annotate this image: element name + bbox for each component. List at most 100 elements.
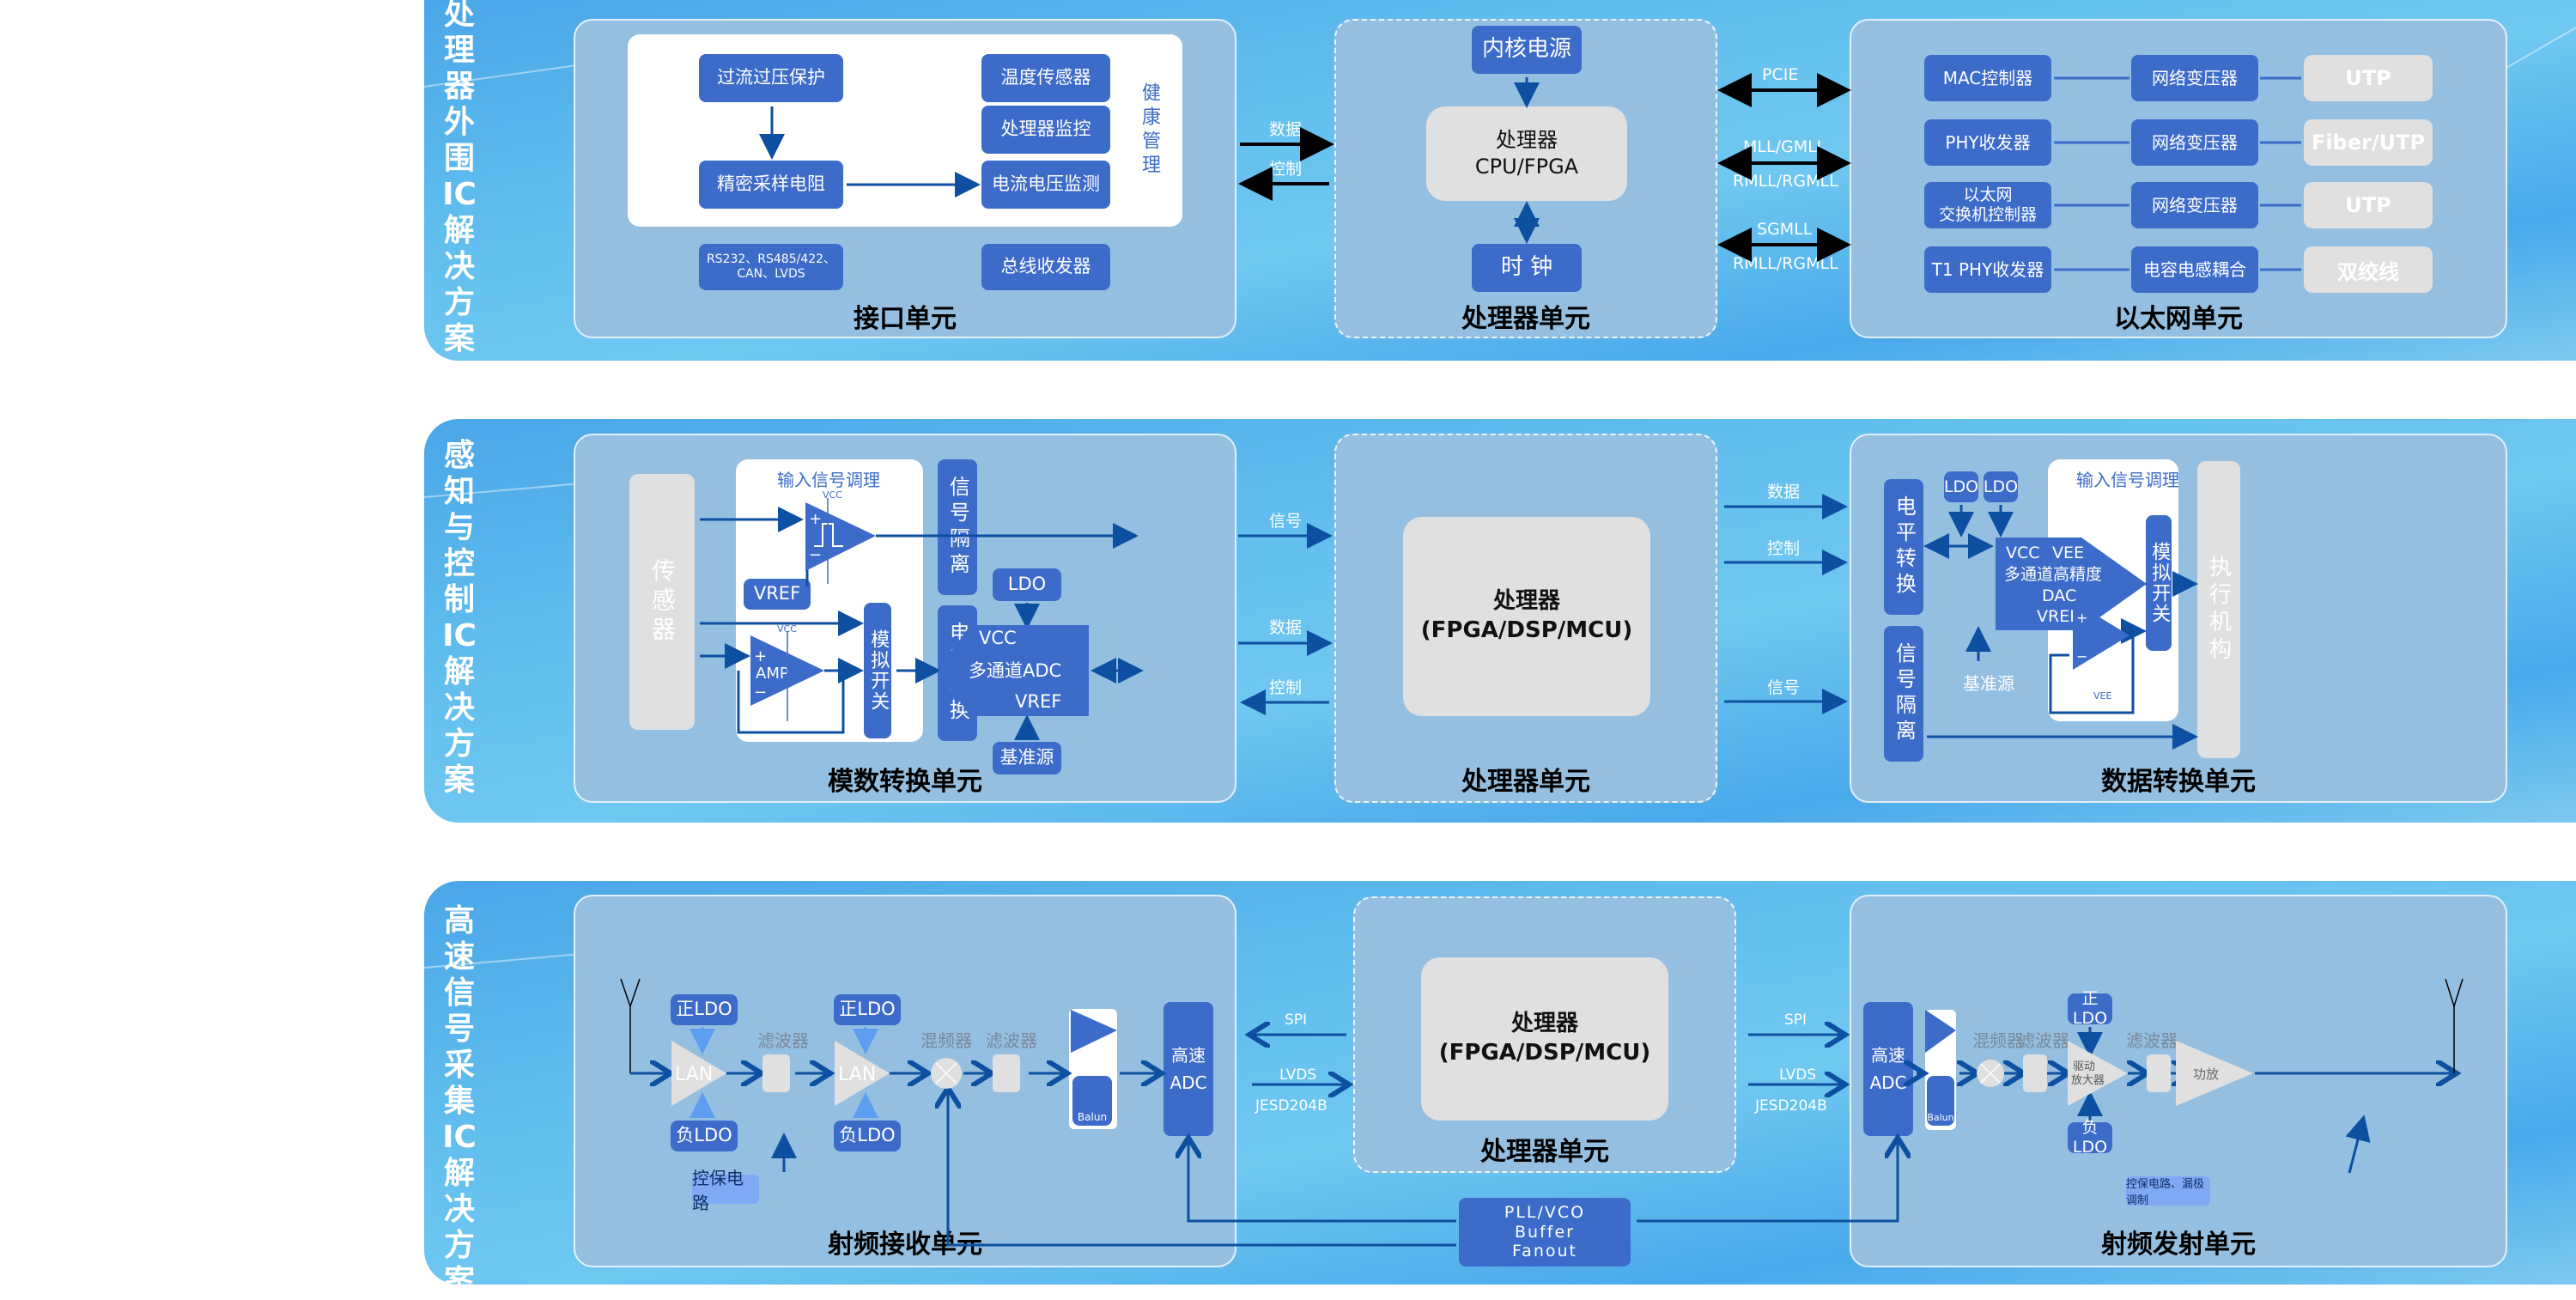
tx-balun-block[interactable]: Balun bbox=[1927, 1076, 1954, 1126]
s3-right-jesd-label: JESD204B bbox=[1755, 1097, 1827, 1115]
level-shift-block-1[interactable]: 电平转换 bbox=[938, 605, 977, 741]
s2-link-signal-label: 信号 bbox=[1269, 512, 1303, 531]
section-title-char: 案 bbox=[443, 1264, 475, 1299]
tx-pos-ldo-block[interactable]: 正LDO bbox=[2068, 989, 2112, 1028]
section-title-char: 集 bbox=[443, 1084, 475, 1119]
tx-hs-adc-line1: 高速 bbox=[1871, 1045, 1905, 1066]
s2-link-data-label: 数据 bbox=[1269, 618, 1303, 637]
ethernet-controller-block[interactable]: MAC控制器 bbox=[1924, 55, 2051, 101]
section-title-char: 案 bbox=[443, 321, 475, 356]
signal-isolation-block-1[interactable]: 信号隔离 bbox=[938, 459, 977, 595]
processor-monitor-block[interactable]: 处理器监控 bbox=[981, 106, 1110, 154]
section-title-char: 理 bbox=[443, 33, 475, 68]
pll-line1: PLL/VCO bbox=[1504, 1202, 1586, 1222]
clock-block[interactable]: 时 钟 bbox=[1472, 244, 1582, 292]
ethernet-coupling-block[interactable]: 网络变压器 bbox=[2131, 55, 2258, 101]
tx-protect-circuit-block[interactable]: 控保电路、漏极调制 bbox=[2126, 1176, 2210, 1207]
ref-source-block[interactable]: 基准源 bbox=[993, 742, 1061, 775]
rx-balun-block[interactable]: Balun bbox=[1072, 1076, 1112, 1126]
ethernet-medium-block[interactable]: Fiber/UTP bbox=[2304, 119, 2433, 166]
dac-conditioning-label: 输入信号调理 bbox=[2076, 470, 2179, 490]
overcurrent-protection-block[interactable]: 过流过压保护 bbox=[699, 54, 843, 102]
ldo-block[interactable]: LDO bbox=[993, 568, 1061, 601]
dac-ldo-block-1[interactable]: LDO bbox=[1944, 471, 1978, 502]
tx-hs-adc-line2: ADC bbox=[1869, 1072, 1907, 1093]
bus-transceiver-block[interactable]: 总线收发器 bbox=[981, 244, 1110, 290]
s3-left-lvds-label: LVDS bbox=[1279, 1066, 1317, 1084]
health-management-label: 健康管理 bbox=[1139, 82, 1160, 179]
dac-amp-vee-label: VEE bbox=[2093, 690, 2112, 702]
rx-neg-ldo-block-1[interactable]: 负LDO bbox=[671, 1121, 738, 1151]
s3-left-spi-label: SPI bbox=[1285, 1011, 1308, 1029]
section-title-char: 方 bbox=[443, 285, 475, 320]
rx-hs-adc-block[interactable]: 高速 ADC bbox=[1163, 1002, 1213, 1136]
precision-resistor-block[interactable]: 精密采样电阻 bbox=[699, 161, 843, 209]
tx-neg-ldo-block[interactable]: 负LDO bbox=[2068, 1118, 2112, 1157]
section-title-char: 控 bbox=[443, 546, 475, 581]
section-title-char: 围 bbox=[443, 141, 475, 176]
tx-unit-title: 射频发射单元 bbox=[2101, 1230, 2256, 1260]
dac-amp-vcc-label: VCC bbox=[2093, 589, 2113, 600]
ethernet-controller-block[interactable]: PHY收发器 bbox=[1924, 119, 2051, 166]
processor-2-line1: 处理器 bbox=[1492, 588, 1560, 615]
ethernet-medium-block[interactable]: 双绞线 bbox=[2304, 246, 2433, 293]
current-voltage-monitor-block[interactable]: 电流电压监测 bbox=[981, 161, 1110, 209]
bus-protocols-block[interactable]: RS232、RS485/422、 CAN、LVDS bbox=[699, 244, 843, 290]
level-shift-block-2[interactable]: 电平转换 bbox=[1884, 479, 1923, 615]
core-power-block[interactable]: 内核电源 bbox=[1472, 26, 1582, 74]
dac-ldo-block-2[interactable]: LDO bbox=[1984, 471, 2018, 502]
cpu-fpga-block[interactable]: 处理器 CPU/FPGA bbox=[1426, 106, 1627, 201]
ethernet-coupling-block[interactable]: 网络变压器 bbox=[2131, 119, 2258, 166]
rx-mixer-label: 混频器 bbox=[920, 1030, 972, 1051]
ethernet-medium-block[interactable]: UTP bbox=[2304, 182, 2433, 228]
processor-block-3[interactable]: 处理器 (FPGA/DSP/MCU) bbox=[1421, 957, 1668, 1121]
section-title-char: 案 bbox=[443, 762, 475, 798]
ethernet-controller-block[interactable]: T1 PHY收发器 bbox=[1924, 246, 2051, 293]
rx-pos-ldo-block-1[interactable]: 正LDO bbox=[671, 994, 738, 1025]
s2-right-signal-label: 信号 bbox=[1767, 678, 1801, 697]
tx-balun-label: Balun bbox=[1927, 1111, 1954, 1123]
rx-protect-circuit-block[interactable]: 控保电路 bbox=[692, 1168, 759, 1213]
processor-block-2[interactable]: 处理器 (FPGA/DSP/MCU) bbox=[1403, 517, 1650, 716]
tx-hs-adc-block[interactable]: 高速 ADC bbox=[1863, 1002, 1913, 1136]
pll-line3: Fanout bbox=[1512, 1242, 1577, 1261]
signal-isolation-block-2[interactable]: 信号隔离 bbox=[1884, 626, 1923, 762]
processor-unit-title-2: 处理器单元 bbox=[1461, 767, 1590, 797]
ethernet-coupling-block[interactable]: 电容电感耦合 bbox=[2131, 246, 2258, 293]
input-conditioning-label: 输入信号调理 bbox=[777, 470, 880, 490]
processor-3-line2: (FPGA/DSP/MCU) bbox=[1438, 1040, 1651, 1066]
actuator-block[interactable]: 执行机构 bbox=[2197, 461, 2240, 758]
section-title-char: 高 bbox=[443, 903, 475, 939]
rx-unit-panel: 射频接收单元 bbox=[574, 895, 1236, 1267]
rx-unit-title: 射频接收单元 bbox=[828, 1230, 982, 1260]
ethernet-controller-block[interactable]: 以太网 交换机控制器 bbox=[1924, 182, 2051, 228]
interface-unit-title: 接口单元 bbox=[854, 304, 957, 334]
rx-pos-ldo-block-2[interactable]: 正LDO bbox=[834, 994, 901, 1025]
section-title-char: 号 bbox=[443, 1011, 475, 1047]
adc-unit-title: 模数转换单元 bbox=[828, 767, 982, 797]
section-title-char: 感 bbox=[443, 438, 475, 473]
s3-right-lvds-label: LVDS bbox=[1779, 1066, 1817, 1084]
section-title-char: IC bbox=[442, 618, 477, 653]
pll-vco-buffer-block[interactable]: PLL/VCO Buffer Fanout bbox=[1459, 1198, 1631, 1267]
section-title-char: 采 bbox=[443, 1048, 475, 1083]
ethernet-medium-block[interactable]: UTP bbox=[2304, 55, 2433, 101]
rx-neg-ldo-block-2[interactable]: 负LDO bbox=[834, 1121, 901, 1151]
adc-driver-label: ADC Driver bbox=[1073, 1017, 1103, 1038]
tx-filter-label-2: 滤波器 bbox=[2126, 1030, 2178, 1051]
analog-switch-block-2[interactable]: 模拟开关 bbox=[2146, 515, 2172, 651]
comparator-vcc-label: VCC bbox=[823, 489, 842, 501]
processor-2-line2: (FPGA/DSP/MCU) bbox=[1420, 617, 1633, 643]
link-control-label: 控制 bbox=[1269, 160, 1303, 179]
sensor-block[interactable]: 传感器 bbox=[629, 474, 695, 730]
link-mll-gmll-label: MLL/GMLL bbox=[1743, 137, 1826, 156]
temp-sensor-block[interactable]: 温度传感器 bbox=[981, 54, 1110, 102]
analog-switch-block-1[interactable]: 模拟开关 bbox=[864, 603, 891, 738]
vref-block[interactable]: VREF bbox=[744, 579, 811, 610]
section-title-char: 方 bbox=[443, 726, 475, 762]
section-title-char: 器 bbox=[443, 69, 475, 104]
link-rmll-rgmll-label-2: RMLL/RGMLL bbox=[1733, 254, 1838, 273]
ethernet-coupling-block[interactable]: 网络变压器 bbox=[2131, 182, 2258, 228]
